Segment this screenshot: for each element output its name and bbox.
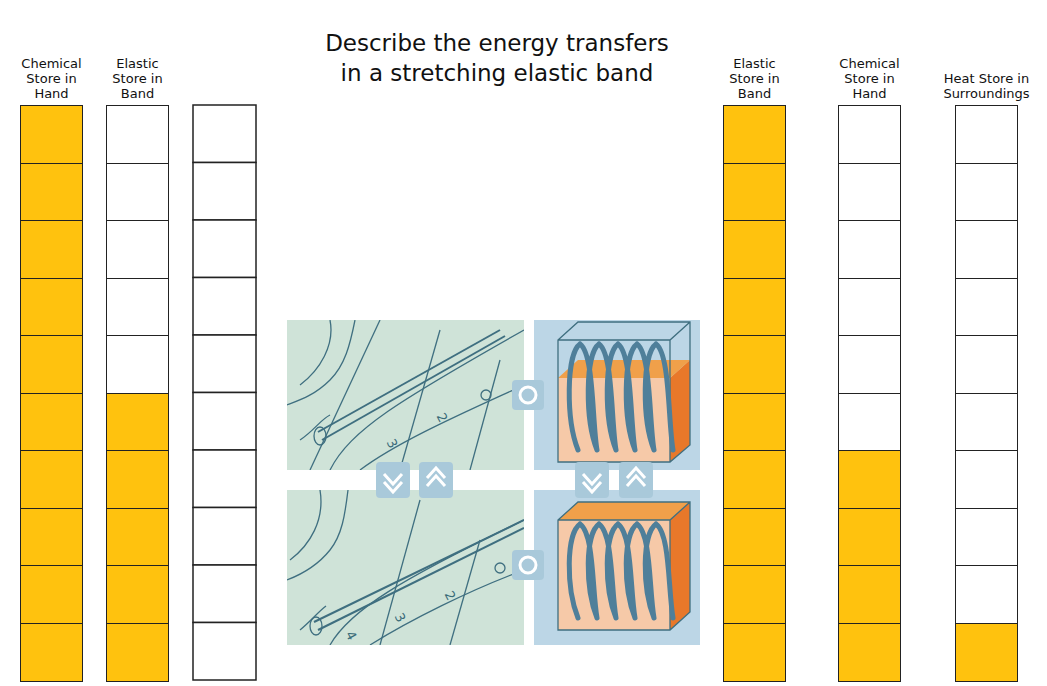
- store-heading: Elastic Store in Band: [720, 56, 790, 101]
- bar-cell: [955, 335, 1018, 394]
- store-heading: Chemical Store in Hand: [830, 56, 910, 101]
- bar-cell: [838, 220, 901, 279]
- bar-cell: [955, 105, 1018, 164]
- bar-cell: [838, 393, 901, 452]
- bar-cell: [723, 393, 786, 452]
- energy-bar: Elastic Store in Band: [723, 105, 786, 680]
- bar-cell: [723, 105, 786, 164]
- store-heading: Heat Store in Surroundings: [937, 71, 1037, 101]
- bar-cell: [106, 565, 169, 624]
- control-buttons: [376, 380, 653, 580]
- bar-cell: [20, 278, 83, 337]
- bar-cell: [955, 623, 1018, 682]
- bar-cell: [838, 508, 901, 567]
- bar-cell: [723, 565, 786, 624]
- bar-cell: [723, 508, 786, 567]
- bar-cell: [955, 393, 1018, 452]
- bar-cell: [106, 220, 169, 279]
- bar-cell: [106, 508, 169, 567]
- store-heading: Chemical Store in Hand: [12, 56, 92, 101]
- bar-cell: [838, 335, 901, 394]
- bar-cell: [20, 508, 83, 567]
- bar-cell: [723, 220, 786, 279]
- hand-sketch: [287, 490, 524, 645]
- spring-coil: [569, 344, 673, 450]
- title: Describe the energy transfers in a stret…: [312, 28, 682, 88]
- energy-bar: Chemical Store in Hand: [838, 105, 901, 680]
- bar-cell: [20, 220, 83, 279]
- bar-cell: [106, 335, 169, 394]
- bar-cell: [838, 278, 901, 337]
- bar-cell: [723, 163, 786, 222]
- bar-cell: [838, 105, 901, 164]
- energy-bar: Elastic Store in Band: [106, 105, 169, 680]
- bar-cell: [955, 508, 1018, 567]
- bar-cell: [20, 565, 83, 624]
- bar-cell: [723, 335, 786, 394]
- bar-cell: [955, 220, 1018, 279]
- bar-cell: [723, 623, 786, 682]
- empty-bar: [193, 105, 256, 680]
- bar-cell: [955, 163, 1018, 222]
- bar-cell: [106, 278, 169, 337]
- bar-cell: [838, 163, 901, 222]
- spring-coil: [569, 524, 673, 618]
- bar-cell: [955, 278, 1018, 337]
- bar-cell: [723, 450, 786, 509]
- bar-cell: [20, 450, 83, 509]
- bar-cell: [838, 450, 901, 509]
- bar-cell: [106, 105, 169, 164]
- bar-cell: [20, 163, 83, 222]
- bar-cell: [723, 278, 786, 337]
- bar-cell: [106, 163, 169, 222]
- bar-cell: [838, 565, 901, 624]
- hand-sketch: [287, 320, 524, 470]
- spring-box: [558, 322, 690, 630]
- bar-cell: [106, 623, 169, 682]
- energy-bar: Heat Store in Surroundings: [955, 105, 1018, 680]
- bar-cell: [106, 393, 169, 452]
- bar-cell: [20, 335, 83, 394]
- bar-cell: [955, 450, 1018, 509]
- energy-bar: Chemical Store in Hand: [20, 105, 83, 680]
- bar-cell: [20, 393, 83, 452]
- bar-cell: [20, 105, 83, 164]
- bar-cell: [106, 450, 169, 509]
- spring-coil: [569, 344, 673, 618]
- bar-cell: [838, 623, 901, 682]
- store-heading: Elastic Store in Band: [103, 56, 173, 101]
- bar-cell: [20, 623, 83, 682]
- bar-cell: [955, 565, 1018, 624]
